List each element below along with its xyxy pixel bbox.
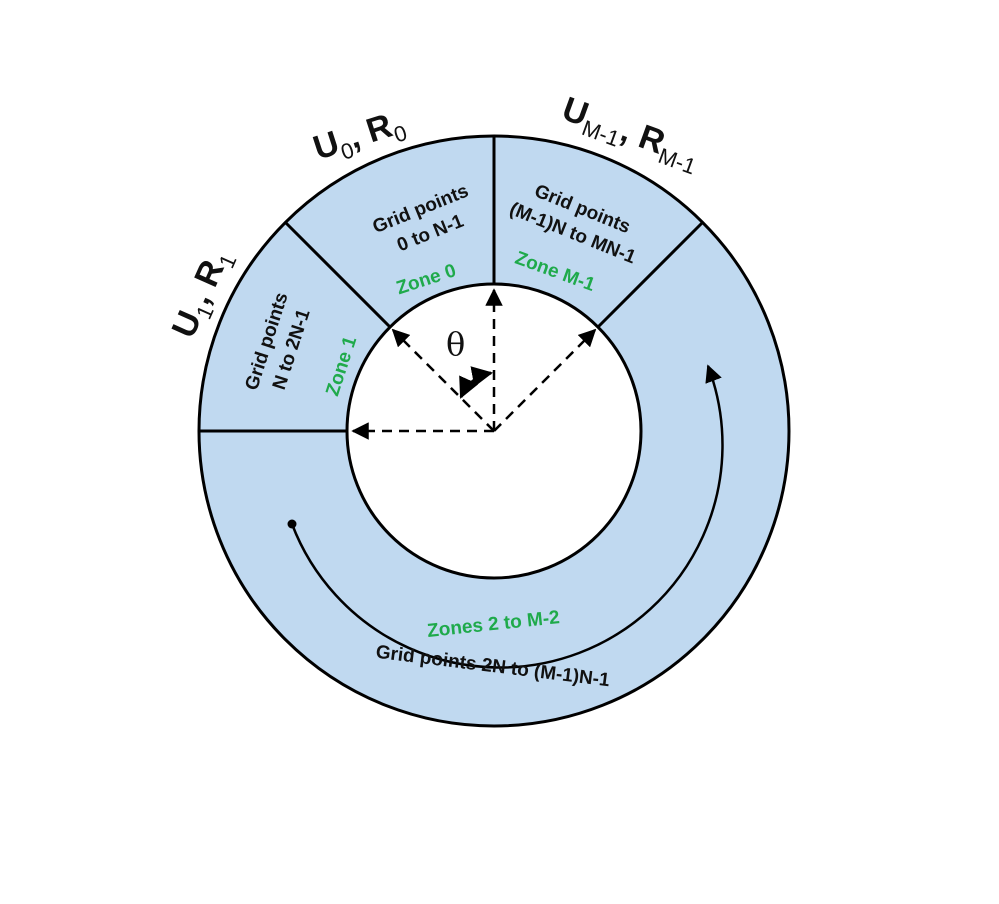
theta-angle-arrow (459, 366, 494, 399)
theta-symbol: θ (446, 325, 465, 363)
zone-divider-upper-left (283, 220, 392, 329)
dashed-radius-upper-left (391, 328, 495, 432)
sweep-arc-arrow (290, 364, 724, 669)
zone-divider-upper-right (596, 220, 705, 329)
dashed-radius-upper-right (493, 328, 597, 432)
